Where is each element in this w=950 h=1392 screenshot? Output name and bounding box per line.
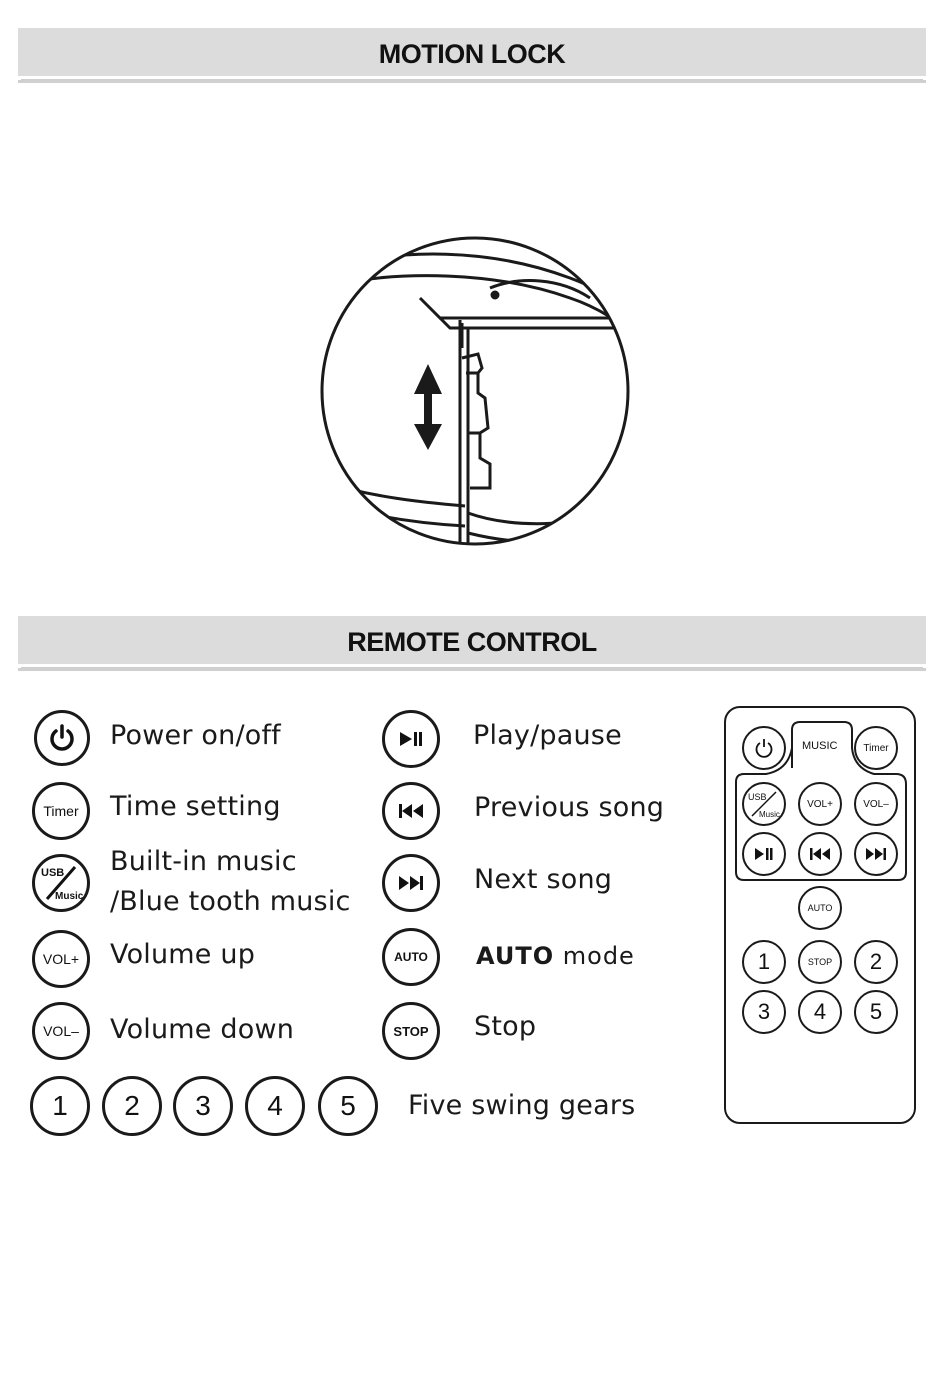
gear-3-icon: 3 [173,1076,233,1136]
remote-vol-up-button[interactable]: VOL+ [798,782,842,826]
legend-gears-label: Five swing gears [408,1090,635,1121]
legend-stop-label: Stop [474,1011,536,1042]
remote-illustration: MUSIC Timer USB Music VOL+ VOL– AUTO 1 S… [724,706,916,1124]
legend-timer-label: Time setting [110,791,281,822]
motion-lock-divider [18,80,926,83]
power-icon [34,710,90,766]
motion-lock-title: MOTION LOCK [18,28,926,76]
remote-play-pause-button[interactable] [742,832,786,876]
remote-gear-5-button[interactable]: 5 [854,990,898,1034]
remote-music-tab-label: MUSIC [802,740,837,752]
legend-auto-label: AUTO mode [476,942,635,970]
legend-auto-bold: AUTO [476,942,554,970]
legend-vol-up-label: Volume up [110,939,255,970]
legend-auto-mode: mode [563,942,635,970]
remote-gear-1-button[interactable]: 1 [742,940,786,984]
remote-vol-down-button[interactable]: VOL– [854,782,898,826]
remote-auto-button[interactable]: AUTO [798,886,842,930]
remote-stop-button[interactable]: STOP [798,940,842,984]
legend-usb-label-line2: /Blue tooth music [110,886,351,917]
remote-gear-3-button[interactable]: 3 [742,990,786,1034]
gear-5-icon: 5 [318,1076,378,1136]
legend-play-label: Play/pause [473,720,622,751]
stop-icon: STOP [382,1002,440,1060]
legend-usb-label-line1: Built-in music [110,846,297,877]
motion-lock-header: MOTION LOCK [18,28,926,79]
play-pause-icon [382,710,440,768]
previous-icon [382,782,440,840]
legend-power-label: Power on/off [110,720,281,751]
usb-music-icon: USB Music [32,854,90,912]
motion-lock-illustration [310,228,640,558]
gear-4-icon: 4 [245,1076,305,1136]
remote-usb-music-button[interactable]: USB Music [742,782,786,826]
remote-previous-button[interactable] [798,832,842,876]
remote-control-header: REMOTE CONTROL [18,616,926,667]
remote-control-divider [18,668,926,671]
gear-1-icon: 1 [30,1076,90,1136]
remote-gear-4-button[interactable]: 4 [798,990,842,1034]
remote-timer-button[interactable]: Timer [854,726,898,770]
auto-icon: AUTO [382,928,440,986]
legend-previous-label: Previous song [474,792,664,823]
legend-next-label: Next song [474,864,612,895]
next-icon [382,854,440,912]
vol-up-icon: VOL+ [32,930,90,988]
remote-control-title: REMOTE CONTROL [18,616,926,664]
up-down-arrow-icon [414,364,442,450]
vol-down-icon: VOL– [32,1002,90,1060]
legend-vol-down-label: Volume down [110,1014,294,1045]
gear-2-icon: 2 [102,1076,162,1136]
remote-gear-2-button[interactable]: 2 [854,940,898,984]
timer-button-icon: Timer [32,782,90,840]
remote-power-button[interactable] [742,726,786,770]
remote-next-button[interactable] [854,832,898,876]
